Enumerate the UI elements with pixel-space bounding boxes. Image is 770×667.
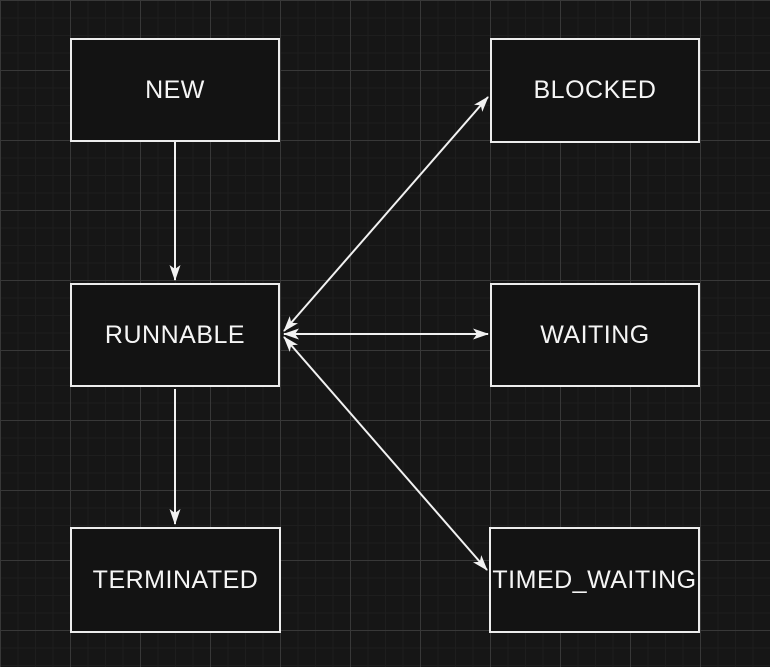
- node-blocked[interactable]: BLOCKED: [490, 38, 700, 143]
- edge-runnable-timed-waiting[interactable]: [283, 336, 488, 571]
- node-terminated-label: TERMINATED: [92, 565, 259, 594]
- edge-runnable-blocked[interactable]: [283, 96, 489, 332]
- node-terminated[interactable]: TERMINATED: [70, 527, 281, 633]
- node-new[interactable]: NEW: [70, 38, 280, 142]
- node-timed-waiting-label: TIMED_WAITING: [492, 565, 697, 594]
- node-waiting-label: WAITING: [540, 320, 650, 349]
- node-waiting[interactable]: WAITING: [490, 283, 700, 387]
- node-new-label: NEW: [145, 75, 205, 104]
- node-runnable[interactable]: RUNNABLE: [70, 283, 280, 387]
- node-timed-waiting[interactable]: TIMED_WAITING: [489, 527, 700, 633]
- node-blocked-label: BLOCKED: [533, 76, 657, 104]
- node-runnable-label: RUNNABLE: [104, 320, 246, 349]
